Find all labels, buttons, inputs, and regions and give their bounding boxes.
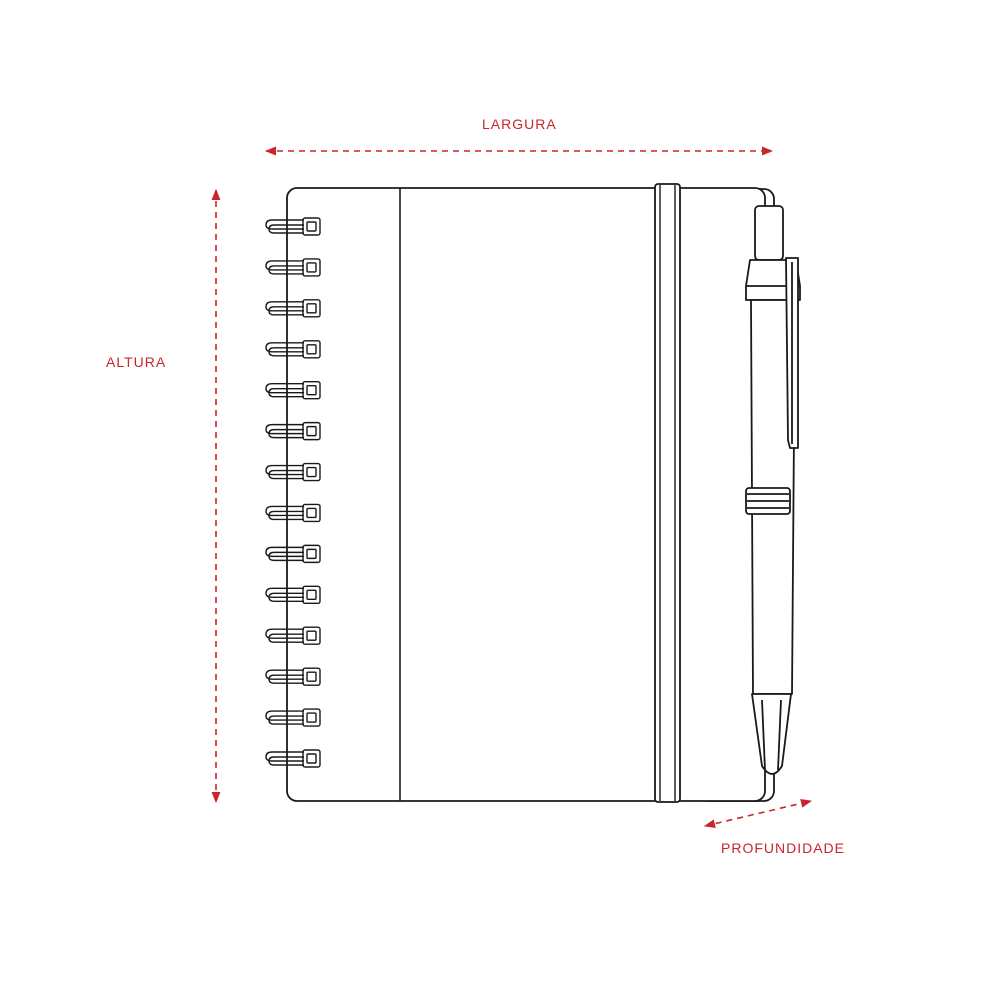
- notebook-front-cover: [286, 187, 766, 802]
- spiral-ring: [265, 626, 321, 645]
- spiral-ring: [265, 749, 321, 768]
- spiral-binding: [265, 217, 321, 768]
- spiral-ring: [265, 462, 321, 482]
- elastic-band: [654, 183, 681, 803]
- spiral-ring: [265, 380, 321, 400]
- width-label: LARGURA: [482, 116, 557, 132]
- spiral-ring: [265, 299, 321, 318]
- spiral-ring: [265, 258, 321, 277]
- spiral-ring: [265, 667, 321, 686]
- depth-label: PROFUNDIDADE: [721, 840, 846, 856]
- depth-dimension-arrow: [703, 798, 813, 829]
- spiral-ring: [265, 217, 321, 236]
- spiral-ring: [265, 585, 321, 605]
- spiral-ring: [265, 544, 321, 564]
- height-label: ALTURA: [106, 354, 167, 370]
- pen-plunger: [754, 205, 784, 261]
- spiral-ring: [265, 708, 321, 727]
- spiral-ring: [265, 340, 321, 359]
- pen: [745, 205, 801, 775]
- spiral-ring: [265, 421, 321, 441]
- spiral-ring: [265, 503, 321, 523]
